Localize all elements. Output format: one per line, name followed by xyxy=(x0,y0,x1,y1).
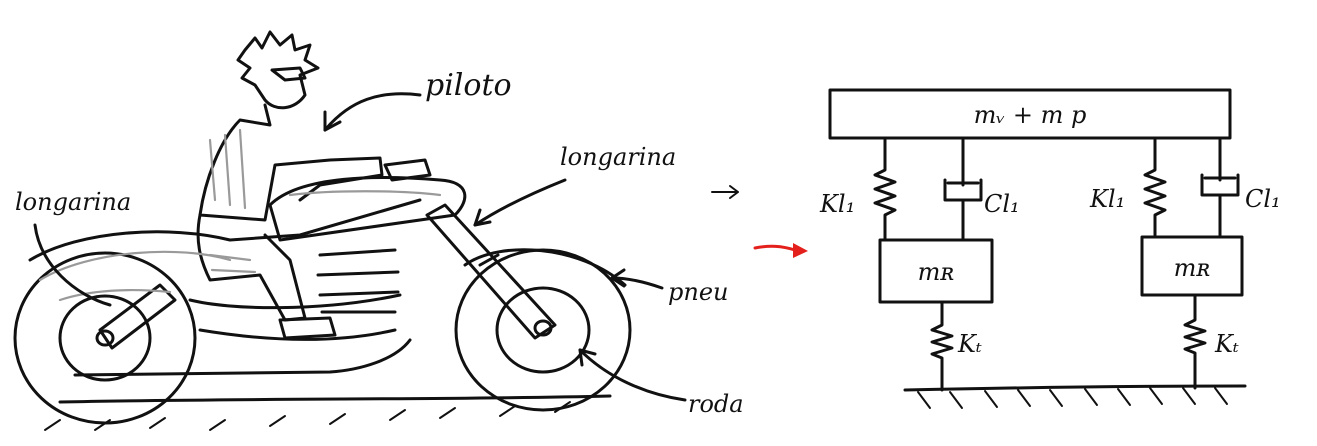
arrow-pneu xyxy=(610,276,664,290)
handlebar-grip xyxy=(383,158,432,182)
rider-boot xyxy=(278,316,337,340)
rider-glasses xyxy=(270,66,307,82)
body-mass-box xyxy=(828,88,1232,140)
label-longarina-front: longarina xyxy=(560,143,676,171)
lower-frame xyxy=(73,338,412,377)
fuel-tank xyxy=(268,176,467,242)
front-rim xyxy=(495,286,591,374)
rider-sketch-icon xyxy=(196,30,384,340)
front-fork xyxy=(425,203,557,340)
ground-hatch xyxy=(44,401,571,431)
rear-fender-frame xyxy=(28,198,422,262)
rear-rim xyxy=(58,294,152,382)
right-spring-label: Kl₁ xyxy=(1089,185,1125,213)
left-unsprung-mass-label: mʀ xyxy=(918,258,955,286)
left-unsprung-mass-box xyxy=(878,238,994,304)
engine-bottom xyxy=(198,328,397,341)
label-pneu: pneu xyxy=(668,278,728,306)
model-ground-hatch xyxy=(917,387,1228,409)
left-tire-label: Kₜ xyxy=(957,330,982,358)
right-tire-spring xyxy=(1183,293,1207,390)
body-mass-label: mᵥ + m p xyxy=(974,101,1087,129)
label-longarina-rear: longarina xyxy=(15,188,131,216)
suspension-model: mᵥ + m p Kl₁ Cl₁ Kl₁ Cl₁ mʀ mʀ Kₜ Kₜ xyxy=(819,88,1281,409)
front-tire xyxy=(454,248,632,412)
motorcycle-sketch-icon xyxy=(13,30,632,431)
rear-swingarm xyxy=(98,283,177,350)
right-damper xyxy=(1200,138,1240,237)
annotation-piloto: piloto xyxy=(323,68,512,132)
left-damper xyxy=(943,138,983,242)
arrowhead-piloto xyxy=(323,110,342,132)
fork-clamp xyxy=(478,253,500,267)
label-piloto: piloto xyxy=(425,68,512,103)
right-damper-label: Cl₁ xyxy=(1245,185,1281,213)
rider-head xyxy=(236,30,320,110)
annotation-longarina-front: longarina xyxy=(473,143,739,227)
engine-top xyxy=(188,293,402,310)
annotation-roda: roda xyxy=(578,348,744,418)
left-damper-label: Cl₁ xyxy=(984,190,1020,218)
right-tire-label: Kₜ xyxy=(1214,330,1239,358)
right-suspension-spring xyxy=(1143,138,1167,237)
rear-hub xyxy=(95,329,115,347)
small-arrow xyxy=(711,185,739,199)
rider-torso xyxy=(198,103,384,222)
rear-tire xyxy=(13,251,197,425)
arrow-longarina-rear xyxy=(33,223,112,307)
arrowhead-pneu xyxy=(610,268,626,288)
arrowhead-roda xyxy=(578,348,597,367)
arrow-piloto xyxy=(323,92,422,132)
left-tire-spring xyxy=(930,300,954,392)
label-roda: roda xyxy=(688,390,744,418)
arrowhead-longarina-front xyxy=(473,208,492,227)
left-suspension-spring xyxy=(873,138,897,242)
left-spring-label: Kl₁ xyxy=(819,190,855,218)
model-ground-line xyxy=(903,384,1247,392)
right-unsprung-mass-box xyxy=(1140,235,1244,297)
arrow-roda xyxy=(578,348,687,402)
arrow-longarina-front xyxy=(473,178,567,227)
sketch-shading xyxy=(38,128,442,302)
annotation-pneu: pneu xyxy=(610,268,728,306)
annotation-longarina-rear: longarina xyxy=(15,188,131,307)
front-fender xyxy=(463,248,627,287)
right-unsprung-mass-label: mʀ xyxy=(1174,254,1211,282)
red-arrow-icon xyxy=(753,243,808,258)
engine-fins xyxy=(316,248,400,314)
ground-line xyxy=(58,394,612,404)
